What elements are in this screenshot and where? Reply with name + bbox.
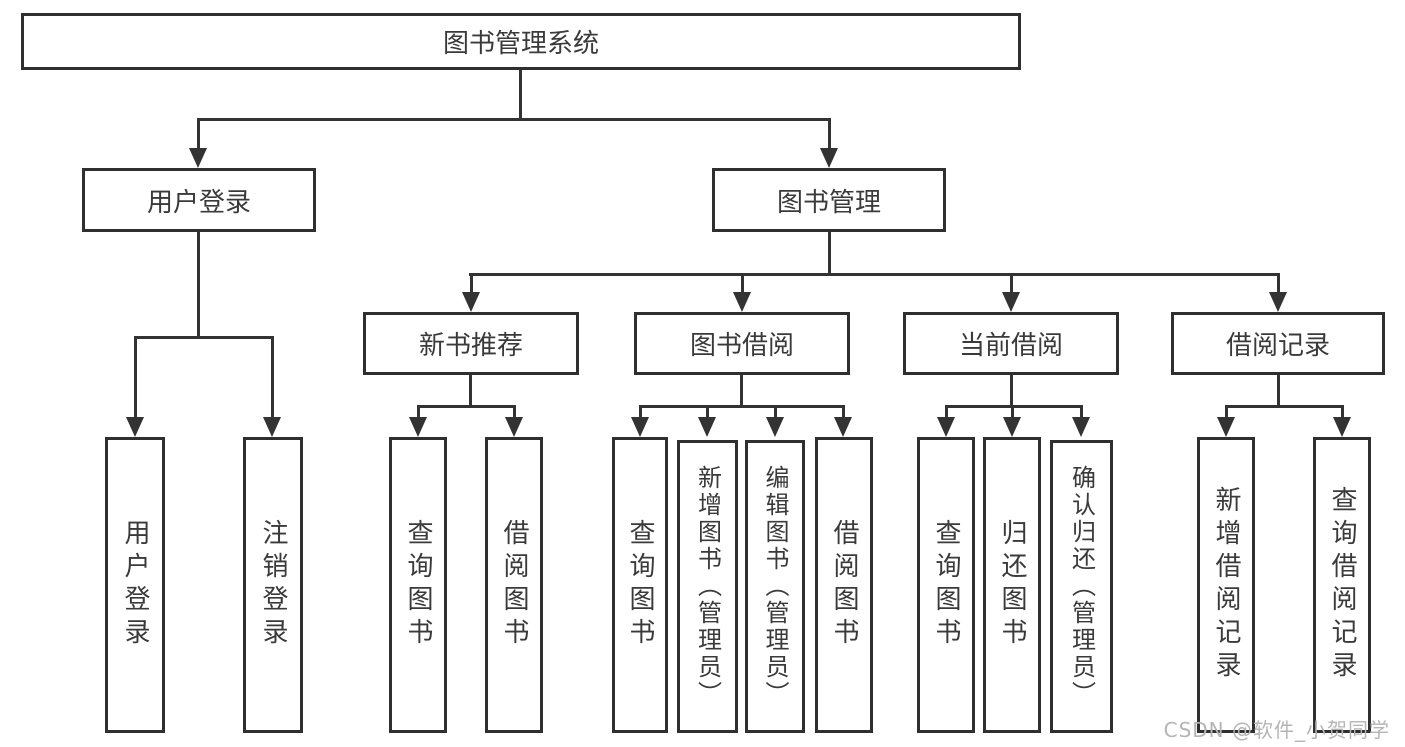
connector (519, 69, 522, 120)
arrowhead (631, 417, 649, 437)
arrowhead (698, 417, 716, 437)
leaf-cb-return-books: 归还图书 (983, 437, 1041, 733)
connector (1010, 375, 1013, 408)
arrowhead (766, 417, 784, 437)
arrowhead (505, 417, 523, 437)
connector (271, 336, 274, 423)
connector (945, 405, 948, 423)
leaf-login-label: 用户登录 (120, 519, 150, 651)
leaf-br-add-record: 新增借阅记录 (1197, 437, 1255, 733)
leaf-bb-query-books: 查询图书 (612, 437, 668, 733)
leaf-br-add-record-label: 新增借阅记录 (1211, 486, 1241, 684)
node-book-borrow: 图书借阅 (634, 312, 850, 375)
leaf-cb-query-books-label: 查询图书 (931, 519, 961, 651)
leaf-bb-borrow-books: 借阅图书 (815, 437, 873, 733)
leaf-br-query-record-label: 查询借阅记录 (1327, 486, 1357, 684)
connector (1010, 273, 1013, 298)
connector (706, 405, 709, 423)
arrowhead (126, 417, 144, 437)
leaf-logout-label: 注销登录 (258, 519, 288, 651)
leaf-rec-query-books: 查询图书 (389, 437, 447, 733)
connector (828, 118, 831, 154)
arrowhead (189, 148, 207, 168)
connector (469, 375, 472, 408)
connector (197, 118, 831, 121)
arrowhead (409, 417, 427, 437)
leaf-cb-query-books: 查询图书 (917, 437, 975, 733)
leaf-cb-return-books-label: 归还图书 (997, 519, 1027, 651)
connector (828, 232, 831, 275)
arrowhead (733, 292, 751, 312)
leaf-cb-confirm-return-label: 确认归还（管理员） (1067, 465, 1096, 708)
connector (741, 273, 744, 298)
connector (197, 118, 200, 154)
leaf-rec-borrow-books: 借阅图书 (485, 437, 543, 733)
connector (945, 405, 1083, 408)
connector (1341, 405, 1344, 423)
node-current-borrow: 当前借阅 (903, 312, 1119, 375)
connector (469, 273, 1280, 276)
connector (417, 405, 516, 408)
connector (1277, 273, 1280, 298)
leaf-bb-edit-books: 编辑图书（管理员） (745, 440, 805, 733)
arrowhead (1003, 417, 1021, 437)
connector (513, 405, 516, 423)
connector (1225, 405, 1228, 423)
arrowhead (820, 148, 838, 168)
arrowhead (462, 292, 480, 312)
watermark: CSDN @软件_小贺同学 (1163, 718, 1390, 742)
connector (842, 405, 845, 423)
connector (774, 405, 777, 423)
connector (470, 273, 473, 298)
connector (1225, 405, 1344, 408)
node-root: 图书管理系统 (21, 13, 1021, 70)
leaf-cb-confirm-return: 确认归还（管理员） (1050, 440, 1113, 733)
leaf-bb-edit-books-label: 编辑图书（管理员） (761, 465, 789, 708)
leaf-login: 用户登录 (105, 437, 165, 733)
leaf-bb-add-books-label: 新增图书（管理员） (693, 465, 722, 708)
connector (639, 405, 642, 423)
leaf-rec-query-books-label: 查询图书 (403, 519, 433, 651)
connector (639, 405, 844, 408)
connector (1011, 405, 1014, 423)
arrowhead (1333, 417, 1351, 437)
leaf-bb-add-books: 新增图书（管理员） (677, 440, 738, 733)
connector (1080, 405, 1083, 423)
arrowhead (263, 417, 281, 437)
leaf-br-query-record: 查询借阅记录 (1313, 437, 1371, 733)
connector (417, 405, 420, 423)
leaf-bb-query-books-label: 查询图书 (625, 519, 655, 651)
arrowhead (834, 417, 852, 437)
connector (134, 336, 274, 339)
arrowhead (1072, 417, 1090, 437)
leaf-rec-borrow-books-label: 借阅图书 (499, 519, 529, 651)
node-book-management: 图书管理 (712, 168, 946, 232)
arrowhead (937, 417, 955, 437)
leaf-bb-borrow-books-label: 借阅图书 (829, 519, 859, 651)
connector (1277, 375, 1280, 408)
arrowhead (1002, 292, 1020, 312)
node-borrow-records: 借阅记录 (1171, 312, 1385, 375)
connector (197, 232, 200, 339)
arrowhead (1217, 417, 1235, 437)
arrowhead (1269, 292, 1287, 312)
node-user-login: 用户登录 (82, 168, 316, 232)
connector (740, 375, 743, 408)
node-new-book-recommend: 新书推荐 (363, 312, 579, 375)
leaf-logout: 注销登录 (243, 437, 303, 733)
connector (134, 336, 137, 423)
